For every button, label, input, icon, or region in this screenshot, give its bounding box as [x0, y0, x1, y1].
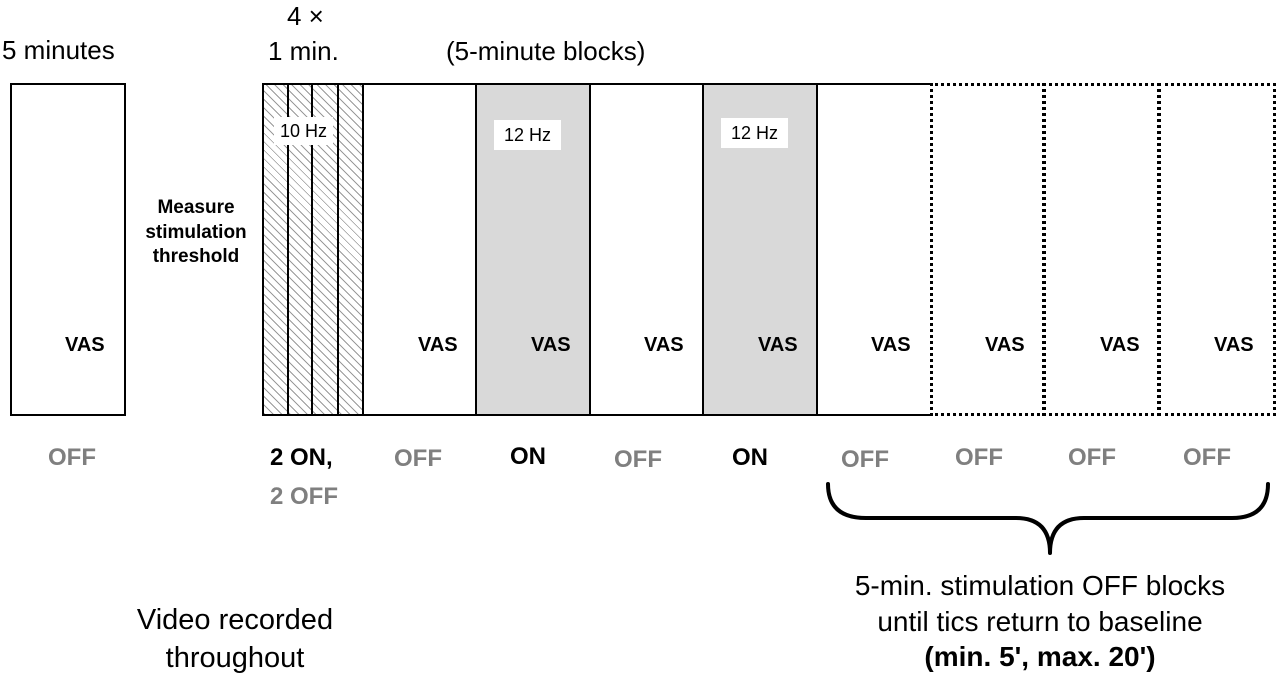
vas-label: VAS	[1214, 334, 1254, 356]
state-label-block-8: OFF	[1183, 444, 1231, 471]
state-label-baseline: OFF	[48, 444, 96, 471]
measure-label-line1: Measure	[157, 197, 235, 218]
off-blocks-note-line1: 5-min. stimulation OFF blocks	[854, 570, 1226, 601]
state-label-threshold-off: 2 OFF	[270, 483, 339, 510]
blocks-duration-label: (5-minute blocks)	[446, 36, 646, 66]
baseline-duration-label: 5 minutes	[2, 35, 115, 65]
block-5-off	[816, 83, 932, 416]
measure-label-line2: stimulation	[145, 221, 247, 243]
threshold-count-label: 4 ×	[287, 1, 324, 31]
vas-label: VAS	[985, 334, 1025, 356]
block-1-off	[362, 83, 477, 416]
state-label-block-4: ON	[732, 444, 768, 471]
threshold-divider	[311, 83, 313, 416]
vas-label: VAS	[1100, 334, 1140, 356]
measure-label-line3: threshold	[152, 246, 240, 268]
off-blocks-note-line3: (min. 5', max. 20')	[924, 641, 1156, 673]
state-label-block-2: ON	[510, 443, 546, 470]
vas-label: VAS	[531, 334, 571, 356]
vas-label: VAS	[758, 334, 798, 356]
vas-label: VAS	[871, 334, 911, 356]
threshold-duration-label: 1 min.	[268, 36, 339, 66]
block-4-frequency-label: 12 Hz	[721, 118, 789, 148]
threshold-divider	[337, 83, 339, 416]
threshold-divider	[287, 83, 289, 416]
state-label-block-1: OFF	[394, 445, 442, 472]
state-label-block-5: OFF	[841, 446, 889, 473]
block-8-optional	[1158, 83, 1276, 416]
block-3-off	[589, 83, 704, 416]
block-2-frequency-label: 12 Hz	[494, 120, 562, 150]
vas-label: VAS	[644, 334, 684, 356]
video-note-line2: throughout	[165, 641, 305, 674]
state-label-block-3: OFF	[614, 446, 662, 473]
state-label-threshold-on: 2 ON,	[270, 444, 333, 471]
measure-threshold-label: Measure stimulation threshold	[128, 196, 264, 270]
video-note-line1: Video recorded	[136, 604, 334, 636]
off-blocks-note: 5-min. stimulation OFF blocks until tics…	[800, 568, 1280, 675]
off-blocks-note-line2: until tics return to baseline	[877, 605, 1203, 637]
baseline-block	[10, 83, 126, 416]
vas-label: VAS	[418, 334, 458, 356]
vas-label: VAS	[65, 334, 105, 356]
threshold-frequency-label: 10 Hz	[274, 117, 334, 145]
state-label-block-6: OFF	[955, 444, 1003, 471]
video-note: Video recorded throughout	[100, 602, 370, 677]
state-label-block-7: OFF	[1068, 444, 1116, 471]
